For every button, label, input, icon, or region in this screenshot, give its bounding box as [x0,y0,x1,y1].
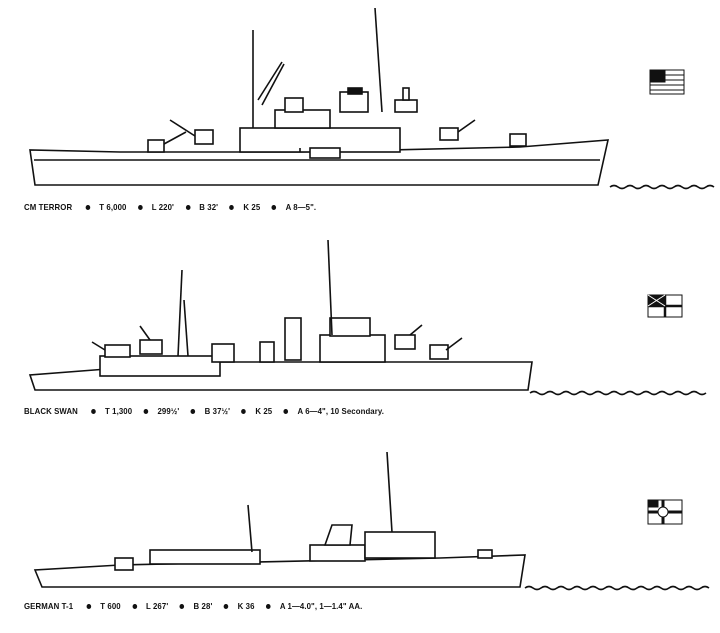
bullet-icon [132,604,137,610]
bullet-icon [271,205,277,211]
bullet-icon [85,205,91,211]
bullet-icon [91,409,96,415]
bullet-icon [223,604,229,610]
bullet-icon [241,409,247,415]
ship-german-t1 [33,451,710,591]
us-flag-icon [649,69,685,95]
bullet-icon [137,205,143,211]
bullet-icon [229,205,235,211]
ship-black-swan [28,239,707,396]
bullet-icon [86,604,92,610]
ship-caption-2: BLACK SWAN T 1,300 299½' B 37½' K 25 A 6… [24,406,385,416]
white-ensign-icon [647,294,683,318]
bullet-icon [185,205,191,211]
bullet-icon [266,604,271,610]
german-war-ensign-icon [647,499,683,525]
ship-caption-1: CM TERROR T 6,000 L 220' B 32' K 25 A 8—… [24,202,317,212]
bullet-icon [190,409,196,415]
bullet-icon [179,604,185,610]
bullet-icon [283,409,289,415]
bullet-icon [143,409,149,415]
ship-caption-3: GERMAN T-1 T 600 L 267' B 28' K 36 A 1—4… [24,601,363,611]
ship-cm-terror [29,7,715,190]
